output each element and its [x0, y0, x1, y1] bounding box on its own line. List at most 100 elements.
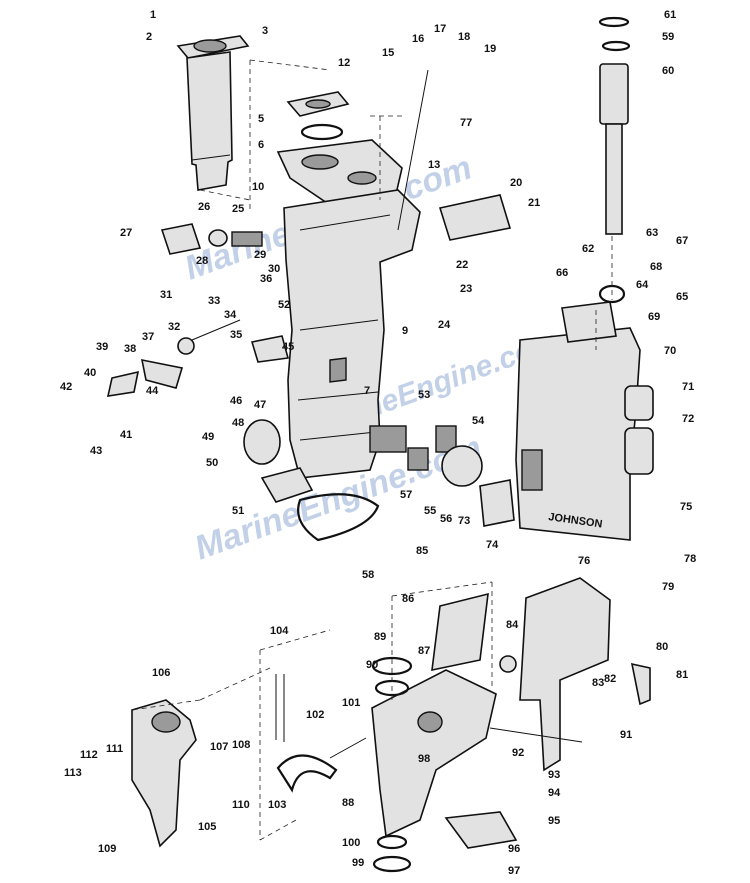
callout-57: 57: [400, 489, 412, 501]
callout-99: 99: [352, 857, 364, 869]
callout-7: 7: [364, 385, 370, 397]
part-95-plate: [444, 811, 518, 849]
callout-85: 85: [416, 545, 428, 557]
callout-81: 81: [676, 669, 688, 681]
part-37-nut: [177, 337, 195, 355]
callout-86: 86: [402, 593, 414, 605]
part-86-link: [431, 592, 489, 672]
callout-97: 97: [508, 865, 520, 877]
callout-63: 63: [646, 227, 658, 239]
callout-65: 65: [676, 291, 688, 303]
part-77-shift-rod: [397, 69, 429, 231]
part-91-rod: [489, 727, 583, 743]
callout-58: 58: [362, 569, 374, 581]
callout-2: 2: [146, 31, 152, 43]
callout-61: 61: [664, 9, 676, 21]
part-57-seal: [297, 493, 380, 542]
part-71-bushing: [624, 385, 654, 421]
callout-94: 94: [548, 787, 561, 799]
callout-39: 39: [96, 341, 108, 353]
callout-54: 54: [472, 415, 485, 427]
callout-93: 93: [548, 769, 560, 781]
callout-42: 42: [60, 381, 72, 393]
callout-43: 43: [90, 445, 102, 457]
callout-44: 44: [146, 385, 159, 397]
part-54-pump: [441, 445, 483, 487]
callout-19: 19: [484, 43, 496, 55]
callout-108: 108: [232, 739, 250, 751]
callout-107: 107: [210, 741, 228, 753]
callout-22: 22: [456, 259, 468, 271]
callout-101: 101: [342, 697, 360, 709]
part-9-exhaust-housing: [283, 189, 421, 479]
callout-72: 72: [682, 413, 694, 425]
callout-88: 88: [342, 797, 354, 809]
callout-112: 112: [80, 749, 98, 761]
callout-59: 59: [662, 31, 674, 43]
callout-33: 33: [208, 295, 220, 307]
callout-64: 64: [636, 279, 649, 291]
callout-28: 28: [196, 255, 208, 267]
callout-6: 6: [258, 139, 264, 151]
callout-104: 104: [270, 625, 289, 637]
callout-60: 60: [662, 65, 674, 77]
callout-87: 87: [418, 645, 430, 657]
part-48-plate: [243, 419, 281, 465]
callout-45: 45: [282, 341, 294, 353]
callout-55: 55: [424, 505, 436, 517]
callout-5: 5: [258, 113, 264, 125]
part-60-steering-shaft: [598, 16, 631, 235]
callout-96: 96: [508, 843, 520, 855]
part-27-fitting: [160, 223, 202, 255]
callout-40: 40: [84, 367, 96, 379]
callout-106: 106: [152, 667, 170, 679]
callout-34: 34: [224, 309, 237, 321]
callout-1: 1: [150, 9, 156, 21]
callout-90: 90: [366, 659, 378, 671]
callout-18: 18: [458, 31, 470, 43]
callout-73: 73: [458, 515, 470, 527]
callout-66: 66: [556, 267, 568, 279]
callout-84: 84: [506, 619, 519, 631]
callout-23: 23: [460, 283, 472, 295]
callout-10: 10: [252, 181, 264, 193]
part-100-o-ring: [376, 834, 408, 850]
callout-26: 26: [198, 201, 210, 213]
callout-41: 41: [120, 429, 132, 441]
part-45-clamp: [250, 335, 290, 363]
callout-109: 109: [98, 843, 116, 855]
callout-25: 25: [232, 203, 244, 215]
callout-76: 76: [578, 555, 590, 567]
callout-102: 102: [306, 709, 324, 721]
callout-36: 36: [260, 273, 272, 285]
callout-83: 83: [592, 677, 604, 689]
callout-52: 52: [278, 299, 290, 311]
callout-71: 71: [682, 381, 694, 393]
callout-77: 77: [460, 117, 472, 129]
part-40-link: [106, 370, 140, 397]
callout-32: 32: [168, 321, 180, 333]
callout-21: 21: [528, 197, 540, 209]
callout-38: 38: [124, 343, 136, 355]
callout-70: 70: [664, 345, 676, 357]
part-21-bracket-strap: [438, 194, 512, 241]
alignment-lines: [131, 59, 613, 841]
callout-48: 48: [232, 417, 244, 429]
part-29-spring: [231, 231, 263, 247]
callout-74: 74: [486, 539, 499, 551]
callout-82: 82: [604, 673, 616, 685]
part-87-stern-bracket: [371, 669, 497, 838]
part-51-block: [260, 467, 314, 503]
callout-49: 49: [202, 431, 214, 443]
part-53-pads: [369, 425, 457, 471]
part-70-swivel-bracket: [515, 301, 641, 541]
callout-15: 15: [382, 47, 394, 59]
callout-92: 92: [512, 747, 524, 759]
callout-31: 31: [160, 289, 172, 301]
callout-35: 35: [230, 329, 242, 341]
callout-89: 89: [374, 631, 386, 643]
part-99-o-ring: [372, 855, 412, 873]
part-104-springs: [275, 674, 285, 742]
